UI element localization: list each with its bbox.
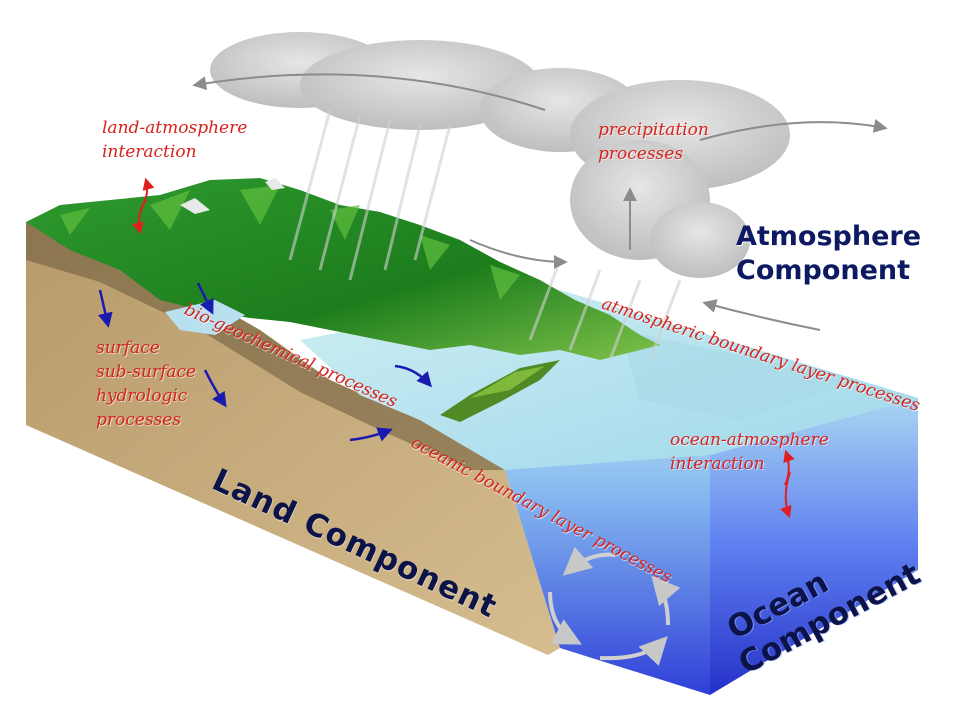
inland-lake [165, 300, 245, 335]
ocean-side-face [710, 398, 918, 695]
forest-mountains [26, 178, 660, 360]
ocean-shallow-tint [620, 330, 860, 420]
label-surface-hydrologic-processes: surface sub-surface hydrologic processes [96, 336, 196, 432]
title-line: Atmosphere [736, 221, 922, 252]
return-arrow [702, 299, 821, 331]
label-line: interaction [670, 454, 765, 474]
ocean-circulation-arrow-3 [599, 635, 668, 666]
land-atmosphere-arrow-down [131, 199, 147, 235]
circulation-arrow-right [699, 119, 888, 141]
land-soil-cross-section [26, 222, 560, 655]
label-ocean-atmosphere-interaction: ocean-atmosphere interaction [670, 428, 829, 476]
ocean-atmosphere-arrow-down [780, 471, 792, 519]
label-line: precipitation [598, 120, 709, 140]
ocean-circulation-arrow-1 [562, 546, 616, 576]
hydro-arrow-5 [349, 427, 393, 442]
label-land-atmosphere-interaction: land-atmosphere interaction [102, 116, 247, 164]
label-line: processes [598, 144, 684, 164]
hydro-arrow-2 [196, 282, 214, 315]
label-line: ocean-atmosphere [670, 430, 829, 450]
label-line: surface [96, 338, 160, 358]
hydro-arrow-4 [394, 364, 432, 388]
atmosphere-component-title: Atmosphere Component [736, 220, 921, 288]
inflow-arrow [469, 239, 568, 269]
label-line: interaction [102, 142, 197, 162]
cloud [210, 32, 790, 278]
title-line: Component [736, 255, 911, 286]
mountain-highlights [60, 185, 520, 300]
island-highlight [470, 366, 545, 398]
ocean-atmosphere-arrow-up [783, 449, 795, 486]
rain [288, 109, 682, 361]
label-line: sub-surface [96, 362, 197, 382]
hydro-arrow-1 [98, 289, 113, 328]
ocean-circulation-arrow-2 [548, 591, 582, 645]
circulation-arrow-left [192, 73, 546, 111]
label-line: processes [96, 410, 182, 430]
label-precipitation-processes: precipitation processes [598, 118, 709, 166]
label-line: hydrologic [96, 386, 188, 406]
hydro-arrow-3 [203, 369, 227, 408]
ocean-circulation-arrow-4 [651, 575, 681, 626]
snow-caps [180, 178, 285, 214]
label-line: land-atmosphere [102, 118, 248, 138]
